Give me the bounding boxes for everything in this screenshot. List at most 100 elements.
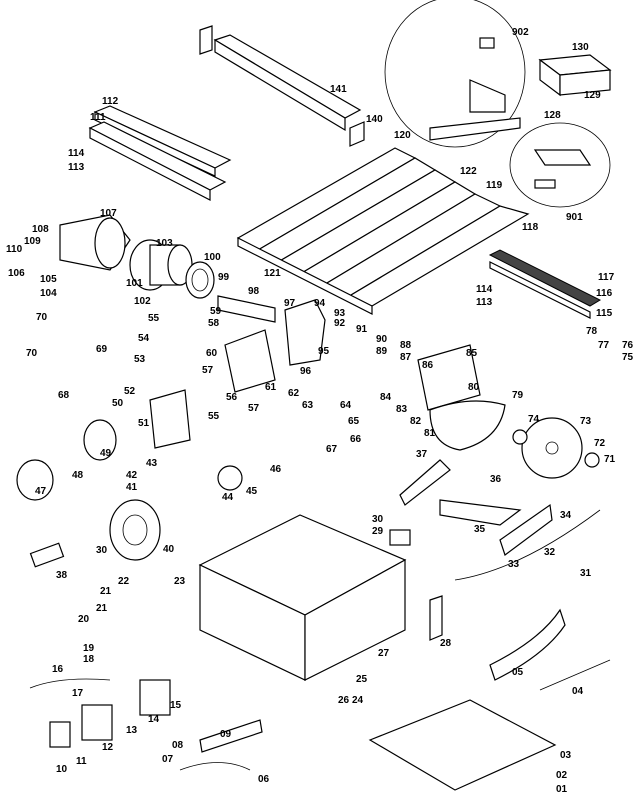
label-24: 24	[352, 695, 364, 706]
bracket-35	[439, 499, 522, 526]
label-31: 31	[580, 568, 592, 579]
label-46: 46	[270, 464, 282, 475]
table-top-120	[236, 147, 530, 315]
label-128: 128	[544, 110, 561, 121]
label-43: 43	[146, 458, 158, 469]
bracket-28	[429, 595, 443, 641]
cylinder-47	[16, 459, 54, 501]
flange-74	[512, 429, 528, 445]
detail-circle-901	[509, 122, 611, 208]
label-21: 21	[96, 603, 108, 614]
label-16: 16	[52, 664, 64, 675]
cylinder-49	[83, 419, 117, 461]
label-38: 38	[56, 570, 68, 581]
nut-72	[584, 452, 600, 468]
label-34: 34	[560, 510, 572, 521]
label-64: 64	[340, 400, 352, 411]
label-113: 113	[68, 162, 85, 173]
label-88: 88	[400, 340, 412, 351]
label-30b: 30	[96, 545, 108, 556]
label-89: 89	[376, 346, 388, 357]
label-33: 33	[508, 559, 520, 570]
label-08: 08	[172, 740, 184, 751]
label-60: 60	[206, 348, 218, 359]
label-27: 27	[378, 648, 390, 659]
rail-141	[199, 25, 362, 132]
label-112: 112	[102, 96, 119, 107]
label-45: 45	[246, 486, 258, 497]
ring-100	[185, 261, 215, 299]
label-94: 94	[314, 298, 326, 309]
label-53: 53	[134, 354, 146, 365]
label-121: 121	[264, 268, 281, 279]
label-70b: 70	[26, 348, 38, 359]
label-901: 901	[566, 212, 583, 223]
bracket-05	[489, 608, 566, 681]
label-122: 122	[460, 166, 477, 177]
label-54: 54	[138, 333, 150, 344]
bracket-09	[199, 719, 263, 753]
label-18: 18	[83, 654, 95, 665]
blade-guard-85	[417, 344, 481, 411]
label-77: 77	[598, 340, 610, 351]
label-902: 902	[512, 27, 529, 38]
label-87: 87	[400, 352, 412, 363]
label-13: 13	[126, 725, 138, 736]
label-114: 114	[68, 148, 85, 159]
label-72: 72	[594, 438, 606, 449]
label-83: 83	[396, 404, 408, 415]
label-17: 17	[72, 688, 84, 699]
label-20: 20	[78, 614, 90, 625]
fence-rail-115	[488, 249, 602, 319]
label-107: 107	[100, 208, 117, 219]
bracket-29	[389, 529, 411, 546]
label-23: 23	[174, 576, 186, 587]
label-130: 130	[572, 42, 589, 53]
label-85: 85	[466, 348, 478, 359]
label-79: 79	[512, 390, 524, 401]
cable-16	[29, 678, 111, 689]
label-101: 101	[126, 278, 143, 289]
label-76: 76	[622, 340, 634, 351]
handwheel-40	[109, 499, 161, 561]
label-110: 110	[6, 244, 23, 255]
label-102: 102	[134, 296, 151, 307]
label-32: 32	[544, 547, 556, 558]
label-86: 86	[422, 360, 434, 371]
label-50: 50	[112, 398, 124, 409]
label-62: 62	[288, 388, 300, 399]
label-56: 56	[226, 392, 238, 403]
label-15: 15	[170, 700, 182, 711]
label-75: 75	[622, 352, 634, 363]
label-47: 47	[35, 486, 47, 497]
label-113b: 113	[476, 297, 493, 308]
label-120: 120	[394, 130, 411, 141]
label-119: 119	[486, 180, 503, 191]
blade-guard-79	[429, 400, 506, 451]
label-26: 26	[338, 695, 350, 706]
label-91: 91	[356, 324, 368, 335]
label-57b: 57	[248, 403, 260, 414]
label-03: 03	[560, 750, 572, 761]
label-57: 57	[202, 365, 214, 376]
saw-blade-73	[521, 417, 583, 479]
handle-38	[29, 542, 65, 568]
label-61: 61	[265, 382, 277, 393]
label-96: 96	[300, 366, 312, 377]
label-106: 106	[8, 268, 25, 279]
label-35: 35	[474, 524, 486, 535]
label-100: 100	[204, 252, 221, 263]
label-02: 02	[556, 770, 568, 781]
hose-31	[454, 509, 601, 581]
label-90: 90	[376, 334, 388, 345]
strip-06	[179, 762, 251, 771]
label-28: 28	[440, 638, 452, 649]
label-114b: 114	[476, 284, 493, 295]
label-103: 103	[156, 238, 173, 249]
label-30: 30	[372, 514, 384, 525]
label-55: 55	[148, 313, 160, 324]
shaft-98	[217, 295, 276, 323]
gear-housing-94	[284, 299, 326, 366]
label-140: 140	[366, 114, 383, 125]
label-04: 04	[572, 686, 584, 697]
